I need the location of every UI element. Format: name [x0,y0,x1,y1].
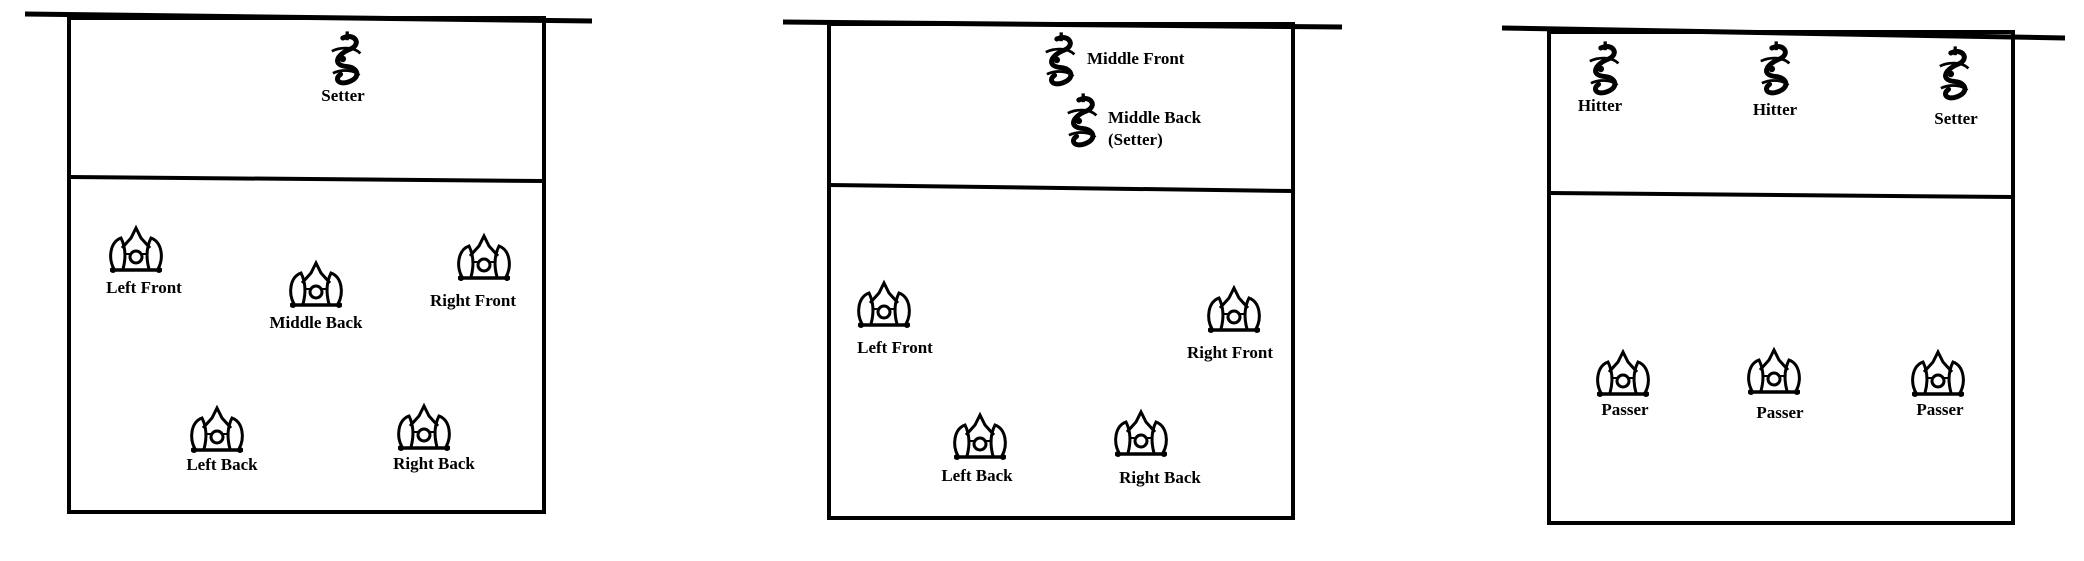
player-setter: Setter [1934,46,1978,128]
player-passer-2: Passer [1746,348,1804,422]
court-diagram-2: Middle Front Middle Back (Setter) Left F… [782,19,1343,520]
player-passer-3: Passer [1910,350,1966,419]
player-middle-back: Middle Back [269,261,363,332]
player-label: Left Back [941,466,1013,485]
player-label: Right Back [1119,468,1201,487]
setter-figure-icon [1046,32,1075,83]
player-label: Right Front [1187,343,1273,362]
passer-figure-icon [1113,410,1169,459]
player-label: Left Back [186,455,258,474]
player-passer-1: Passer [1595,350,1651,419]
player-right-front: Right Front [1187,286,1273,362]
attack-line [1548,191,2014,199]
setter-figure-icon [1068,93,1097,144]
passer-figure-icon [952,413,1008,462]
court-outline [67,16,546,514]
player-label: Left Front [857,338,933,357]
court-outline [827,22,1295,520]
player-setter: Setter [321,31,365,105]
player-label: Left Front [106,278,182,297]
player-label: Middle Back [269,313,363,332]
player-label: Passer [1601,400,1649,419]
passer-figure-icon [1595,350,1651,399]
passer-figure-icon [1910,350,1966,399]
attack-line [828,183,1294,193]
player-left-back: Left Back [186,406,258,474]
player-left-front: Left Front [856,281,933,357]
player-left-front: Left Front [106,226,182,297]
player-left-back: Left Back [941,413,1013,485]
setter-figure-icon [332,31,361,82]
player-right-front: Right Front [430,234,516,310]
court-diagram-1: Setter Left Front Middle Back Right Fron… [24,11,593,514]
passer-figure-icon [856,281,912,330]
player-hitter-1: Hitter [1578,41,1623,115]
player-label: Setter [1934,109,1978,128]
passer-figure-icon [456,234,512,283]
court-diagram-3: Hitter Hitter Setter Passer Passer Passe… [1501,25,2066,525]
passer-figure-icon [396,404,452,453]
passer-figure-icon [1206,286,1262,335]
player-label: Right Back [393,454,475,473]
setter-figure-icon [1940,46,1969,97]
court-outline [1547,30,2015,525]
passer-figure-icon [108,226,164,275]
player-sublabel: (Setter) [1108,130,1163,149]
player-right-back: Right Back [393,404,475,473]
setter-figure-icon [1590,41,1619,92]
setter-figure-icon [1761,41,1790,92]
player-label: Right Front [430,291,516,310]
player-right-back: Right Back [1113,410,1201,487]
player-label: Hitter [1753,100,1798,119]
player-middle-back-setter: Middle Back (Setter) [1068,93,1202,149]
player-label: Middle Front [1087,49,1185,68]
passer-figure-icon [1746,348,1802,397]
passer-figure-icon [189,406,245,455]
player-label: Hitter [1578,96,1623,115]
player-label: Passer [1756,403,1804,422]
player-middle-front: Middle Front [1046,32,1185,83]
attack-line [68,175,545,183]
passer-figure-icon [288,261,344,310]
player-hitter-2: Hitter [1753,41,1798,119]
player-label: Middle Back [1108,108,1202,127]
player-label: Setter [321,86,365,105]
player-label: Passer [1916,400,1964,419]
